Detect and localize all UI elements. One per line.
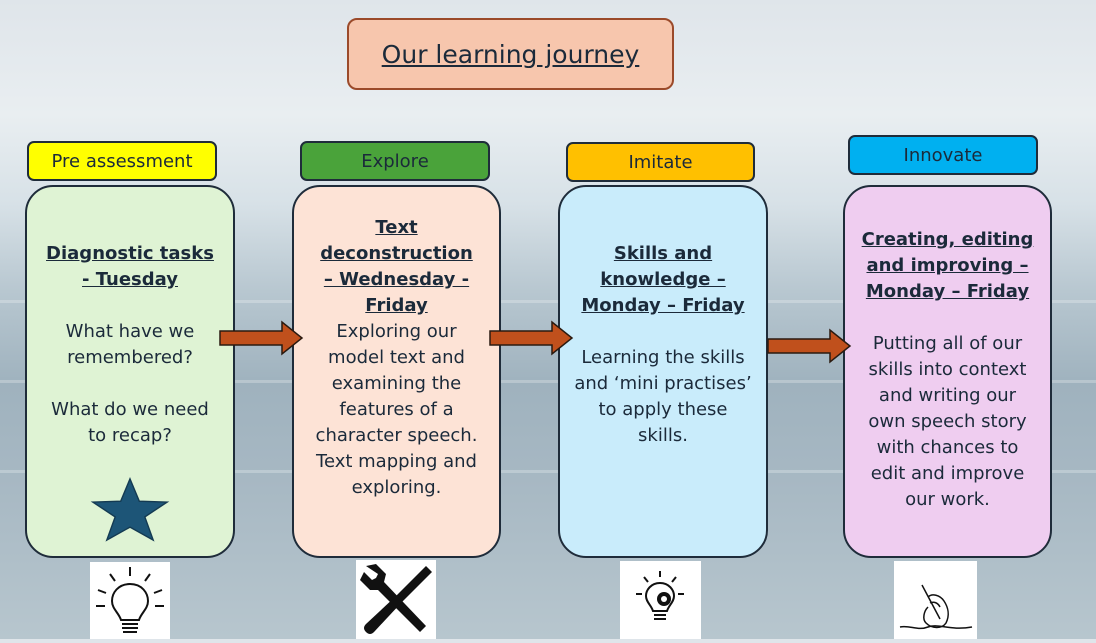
card-body-line: character speech. [315,425,478,446]
card-heading-line: knowledge – [600,269,726,290]
card-body-line: edit and improve [870,463,1025,484]
arrow-right-icon [489,320,574,356]
card-body-line: model text and [328,347,465,368]
card-heading-line: - Tuesday [82,269,178,290]
label-imitate: Imitate [566,142,755,182]
card-body-line: own speech story [868,411,1027,432]
card-heading-line: Diagnostic tasks [46,243,214,264]
card-body-line: our work. [905,489,990,510]
card-body-line: and ‘mini practises’ [574,373,752,394]
card-body-line: Exploring our [336,321,457,342]
card-body-line: skills. [638,425,688,446]
sea-streak [0,380,1096,383]
sea-streak [0,470,1096,473]
card-body-line: skills into context [868,359,1027,380]
writing-hand-icon [894,561,977,639]
card-heading-line: – Wednesday - [323,269,470,290]
card-innovate: Creating, editing and improving – Monday… [843,185,1052,558]
sea-streak [0,300,1096,303]
card-body-line: Learning the skills [581,347,745,368]
card-heading-line: Text deconstruction [320,217,473,264]
tools-icon [356,560,436,639]
label-pre-assessment: Pre assessment [27,141,217,181]
label-text: Explore [361,150,429,172]
card-body-line [945,305,951,331]
card-body-line: exploring. [351,477,442,498]
card-body-line [127,293,133,319]
card-body-line: remembered? [67,347,193,368]
page-title: Our learning journey [347,18,674,90]
card-body-line: What have we [65,321,195,342]
card-body-line: Text mapping and [316,451,477,472]
card-body-line: features of a [339,399,454,420]
card-body-line: What do we need [51,399,209,420]
star-icon [90,477,170,542]
card-heading-line: Skills and [613,243,713,264]
card-body-line: examining the [331,373,462,394]
card-body-line: with chances to [876,437,1019,458]
card-body-line: to apply these [598,399,728,420]
card-body-line [127,371,133,397]
card-pre-assessment: Diagnostic tasks - Tuesday What have we … [25,185,235,558]
card-explore: Text deconstruction – Wednesday - Friday… [292,185,501,558]
page-title-text: Our learning journey [381,39,640,69]
label-explore: Explore [300,141,490,181]
label-text: Pre assessment [51,150,193,172]
card-heading-line: and improving – [866,255,1029,276]
card-body-line [660,319,666,345]
lightbulb-icon [90,562,170,639]
gear-lightbulb-icon [620,561,701,639]
label-text: Innovate [903,144,983,166]
card-heading-line: Friday [365,295,428,316]
arrow-right-icon [219,320,304,356]
card-imitate: Skills and knowledge – Monday – Friday L… [558,185,768,558]
card-body-line: and writing our [878,385,1017,406]
card-heading-line: Creating, editing [861,229,1034,250]
card-heading-line: Monday – Friday [865,281,1030,302]
card-body-line: to recap? [88,425,172,446]
label-text: Imitate [628,151,693,173]
label-innovate: Innovate [848,135,1038,175]
arrow-right-icon [767,328,852,364]
card-heading-line: Monday – Friday [581,295,745,316]
card-body-line: Putting all of our [872,333,1023,354]
